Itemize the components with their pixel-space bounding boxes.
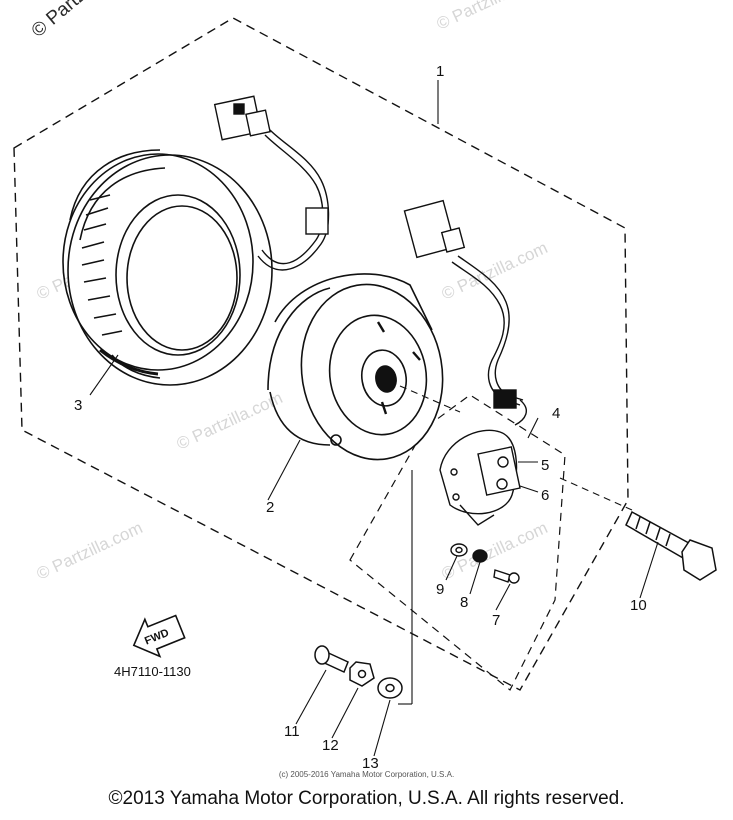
callout-13: 13 [362,755,379,772]
callout-11: 11 [284,723,300,740]
stator-part [62,149,273,386]
pickup-coil-part [403,199,528,526]
callout-2: 2 [266,499,274,516]
callout-12: 12 [322,737,339,754]
callout-8: 8 [460,594,468,611]
assembly-axis-lines [399,385,633,511]
callout-5: 5 [541,457,549,474]
watermark-center: © Partzilla.com [174,388,286,454]
callout-10: 10 [630,597,647,614]
bolt-part [625,510,717,581]
footer-copyright: ©2013 Yamaha Motor Corporation, U.S.A. A… [108,788,625,809]
diagram-code: 4H7110-1130 [114,664,191,679]
callout-7: 7 [492,612,500,629]
watermark-corner: © Partz [28,0,90,42]
pickup-fasteners [450,543,520,584]
callout-9: 9 [436,581,444,598]
lower-fasteners [314,645,403,699]
forward-arrow-icon: FWD [132,614,186,658]
stator-wire-harness [213,95,330,271]
rotor-part [267,273,444,461]
callout-6: 6 [541,487,549,504]
small-copyright-notice: (c) 2005-2016 Yamaha Motor Corporation, … [278,770,455,779]
callout-4: 4 [552,405,560,422]
callout-3: 3 [74,397,82,414]
watermark-top-right: © Partzilla.com [434,0,546,34]
leader-lines [89,80,659,757]
callout-1: 1 [436,63,444,80]
watermark-lower-left: © Partzilla.com [34,518,146,584]
pickup-subgroup-boundary [349,394,566,691]
